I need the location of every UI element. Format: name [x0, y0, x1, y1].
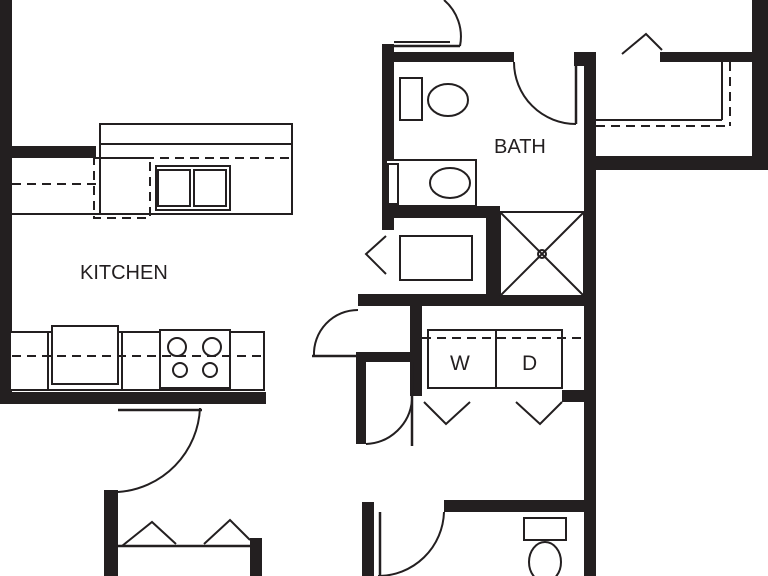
vanity-bifold — [364, 235, 387, 275]
dryer — [495, 329, 563, 389]
right-room-fixtures — [596, 62, 731, 127]
laundry-right-stub — [562, 390, 586, 402]
closet-lower-swing — [365, 399, 413, 445]
kitchen-label: KITCHEN — [80, 262, 168, 284]
kitchen-fixtures: KITCHEN — [9, 123, 293, 391]
right-room-bifold — [621, 32, 663, 55]
lower-toilet-tank — [523, 517, 567, 541]
toilet-bowl — [427, 83, 469, 117]
shower-diagonal-2 — [499, 211, 585, 297]
lower-room-left-wall — [362, 502, 374, 576]
lower-room-top-wall — [444, 500, 586, 512]
bath-top-wall — [382, 52, 514, 62]
dryer-label: D — [522, 352, 537, 375]
bath-sink — [429, 167, 471, 199]
lower-door-swing — [377, 511, 445, 576]
vanity-backsplash — [387, 163, 399, 205]
bath-right-wall — [584, 52, 596, 576]
bath-label: BATH — [494, 136, 546, 158]
doors — [117, 0, 663, 576]
shower-left-wall — [486, 206, 500, 302]
kitchen-upper-wall — [12, 146, 96, 158]
washer-bifold — [423, 401, 471, 426]
washer — [427, 329, 497, 389]
entry-right-wall — [250, 538, 262, 576]
toilet-tank — [399, 77, 423, 121]
entry-door-swing — [117, 407, 201, 493]
washer-label: W — [450, 352, 470, 375]
dryer-bifold — [515, 401, 563, 426]
lower-toilet-bowl — [528, 541, 562, 576]
right-room-top-wall — [660, 52, 760, 62]
closet-shelf-wall — [358, 352, 414, 362]
shower-drain-icon — [537, 249, 547, 259]
right-room-right-wall — [752, 0, 768, 170]
linen-cabinet — [399, 235, 473, 281]
closet-left-wall — [356, 352, 366, 444]
range — [159, 329, 231, 389]
entry-closet-bifold-right — [203, 518, 251, 545]
left-exterior-wall — [0, 0, 12, 404]
bath-door-swing — [513, 61, 577, 125]
laundry: W D — [422, 329, 586, 389]
bath-fixtures: BATH — [385, 77, 585, 297]
entry-closet-bifold-left — [121, 520, 177, 547]
dishwasher-outline — [93, 157, 151, 219]
kitchen-sink-basin-left — [157, 169, 191, 207]
burner-3-icon — [172, 362, 188, 378]
top-door-swing — [443, 0, 462, 47]
burner-4-icon — [202, 362, 218, 378]
right-room-bottom-wall — [596, 156, 768, 170]
kitchen-bottom-wall — [0, 392, 266, 404]
closet-door-swing — [312, 308, 359, 357]
vanity-divider-wall — [382, 206, 498, 218]
entry-left-wall — [104, 490, 118, 576]
kitchen-sink-basin-right — [193, 169, 227, 207]
lower-bath-fixtures — [523, 517, 567, 576]
